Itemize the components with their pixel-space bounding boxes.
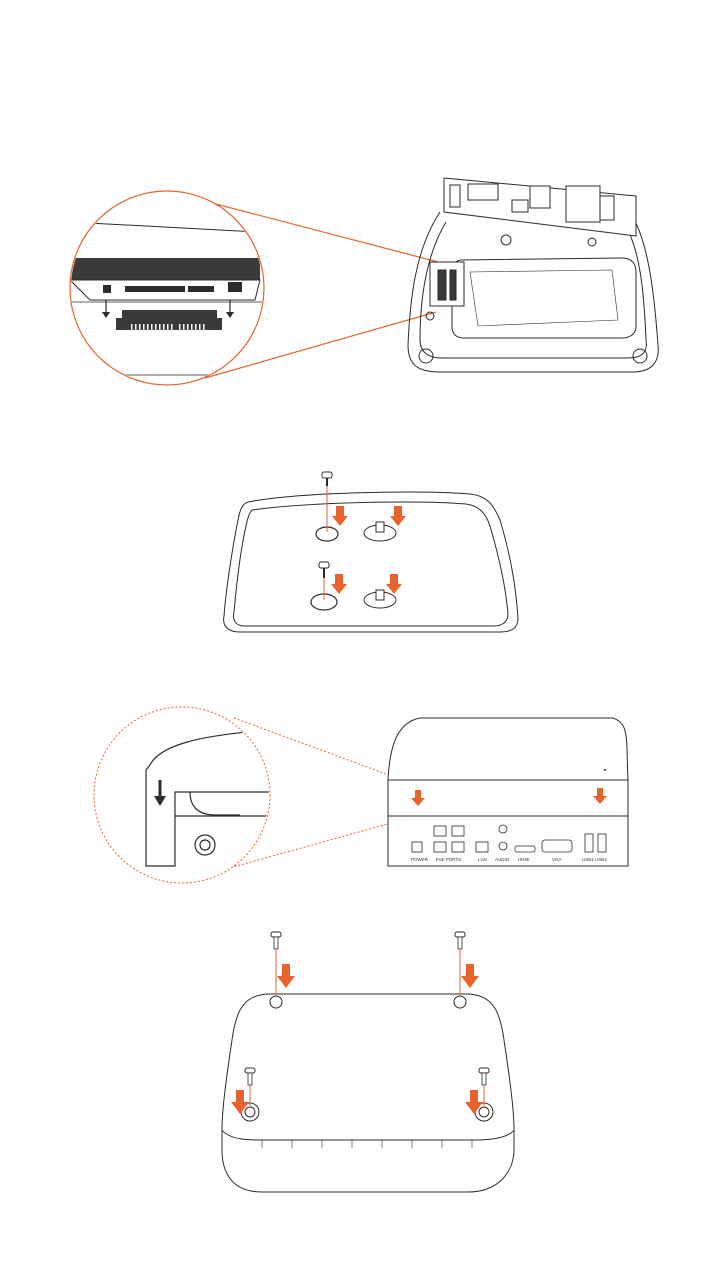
- screw-icon: [455, 932, 465, 996]
- step-1-hdd-install: [50, 178, 658, 385]
- screw-icon: [271, 932, 281, 996]
- foot-hole: [270, 996, 282, 1008]
- label-hdmi: HDMI: [518, 857, 530, 862]
- screw-icon: [245, 1068, 255, 1106]
- step-4-base-screws: [222, 932, 514, 1192]
- nvr-open-chassis: [408, 178, 658, 372]
- label-usb2: USB2: [595, 857, 607, 862]
- zoom-circle-sata: [50, 191, 268, 385]
- foot-hole: [454, 996, 466, 1008]
- label-audio: AUDIO: [495, 857, 510, 862]
- step-2-drive-screws: [224, 472, 518, 632]
- audio-port: [499, 825, 507, 833]
- down-arrow-icon: [231, 964, 483, 1114]
- nvr-bottom-plate: [224, 492, 518, 632]
- label-lan: LAN: [478, 857, 487, 862]
- label-power: POWER: [411, 857, 429, 862]
- poe-port: [452, 826, 464, 836]
- poe-port: [434, 842, 446, 852]
- label-usb1: USB1: [582, 857, 594, 862]
- label-vga: VGA: [552, 857, 562, 862]
- usb-port: [598, 834, 606, 852]
- step-3-cover: POWER PoE PORTS LAN AUDIO HDMI VGA USB1 …: [94, 707, 628, 883]
- screw-icon: [479, 1068, 489, 1106]
- poe-port: [434, 826, 446, 836]
- hard-drive-body: [70, 258, 260, 280]
- foot-pad-icon: [364, 522, 396, 608]
- lan-port: [476, 842, 488, 852]
- label-poe-ports: PoE PORTS: [436, 857, 461, 862]
- screw-icon: [322, 472, 332, 532]
- power-port: [412, 842, 422, 852]
- poe-port: [452, 842, 464, 852]
- zoom-circle-cover: [94, 707, 272, 883]
- usb-port: [585, 834, 593, 852]
- vga-port: [542, 840, 572, 852]
- sata-connector-icon: [116, 310, 222, 330]
- audio-port: [499, 842, 507, 850]
- down-arrow-icon: [331, 506, 406, 594]
- nvr-rear-view: POWER PoE PORTS LAN AUDIO HDMI VGA USB1 …: [388, 718, 628, 866]
- hdmi-port: [515, 846, 535, 852]
